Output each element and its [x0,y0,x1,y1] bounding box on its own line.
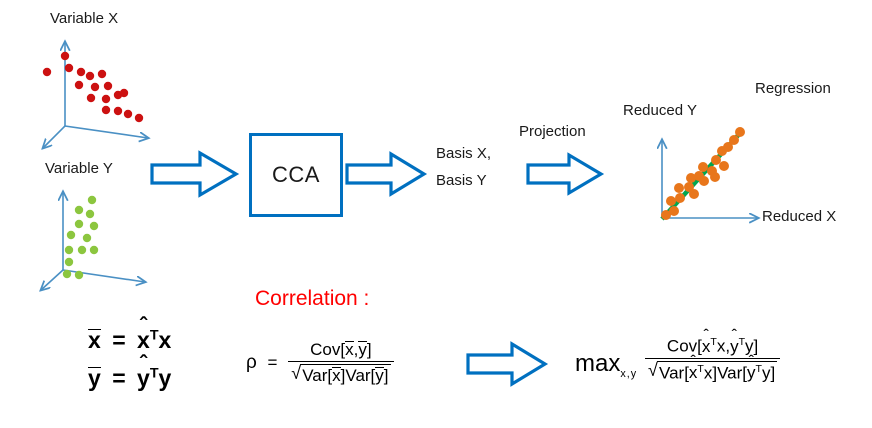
ybar-yhat: y [137,365,150,392]
reduced-space-scatter-plot [640,118,800,228]
ybar-transpose: T [149,365,159,382]
cca-box[interactable]: CCA [249,133,343,217]
variable-x-points [42,51,144,123]
arrow-to-maximization [466,340,550,388]
rho-equals: = [267,353,278,372]
rho-symbol: ρ [246,352,257,373]
reduced-points [661,127,745,220]
reduced-space-axes [640,127,800,228]
equation-xbar: x = xTx [88,327,171,354]
arrow-projection [526,151,606,197]
correlation-heading: Correlation : [255,287,370,310]
xbar-lhs: x [88,327,101,353]
equation-ybar: y = yTy [88,365,171,392]
rho-numerator: Cov[x,y] [288,340,394,362]
variable-y-scatter-plot [35,182,170,292]
basis-y-label: Basis Y [436,172,487,189]
xbar-transpose: T [149,327,159,344]
variable-y-label: Variable Y [45,160,113,177]
rho-denominator: Var[x]Var[y] [288,362,393,386]
reduced-x-label: Reduced X [762,208,837,225]
equation-rho: ρ = Cov[x,y] Var[x]Var[y] [246,340,394,386]
variable-x-label: Variable X [50,10,119,27]
xbar-xhat: x [137,327,150,354]
max-fraction: Cov[xTx,yTy] Var[xTx]Var[yTy] [645,336,781,384]
ybar-y: y [158,365,172,391]
max-numerator: Cov[xTx,yTy] [645,336,781,359]
rho-fraction: Cov[x,y] Var[x]Var[y] [288,340,394,386]
max-label: max [575,350,621,377]
max-subscript: x,y [620,367,638,380]
variable-y-points [62,195,99,280]
ybar-lhs: y [88,365,101,391]
basis-x-label: Basis X, [436,145,492,162]
variable-y-axes [35,182,170,292]
reduced-y-label: Reduced Y [623,102,697,119]
arrow-cca-to-basis [345,150,429,198]
regression-label: Regression [755,80,831,97]
equation-max-objective: Cov[xTx,yTy] Var[xTx]Var[yTy] [645,336,781,384]
xbar-equals: = [112,327,126,353]
projection-label: Projection [519,123,586,140]
variable-x-axes [40,30,175,150]
xbar-x: x [158,327,172,353]
variable-x-scatter-plot [40,30,175,150]
max-denominator: Var[xTx]Var[yTy] [645,359,780,384]
cca-label: CCA [272,162,320,187]
arrow-inputs-to-cca [150,148,242,200]
max-operator: maxx,y [575,350,637,380]
ybar-equals: = [112,365,126,391]
